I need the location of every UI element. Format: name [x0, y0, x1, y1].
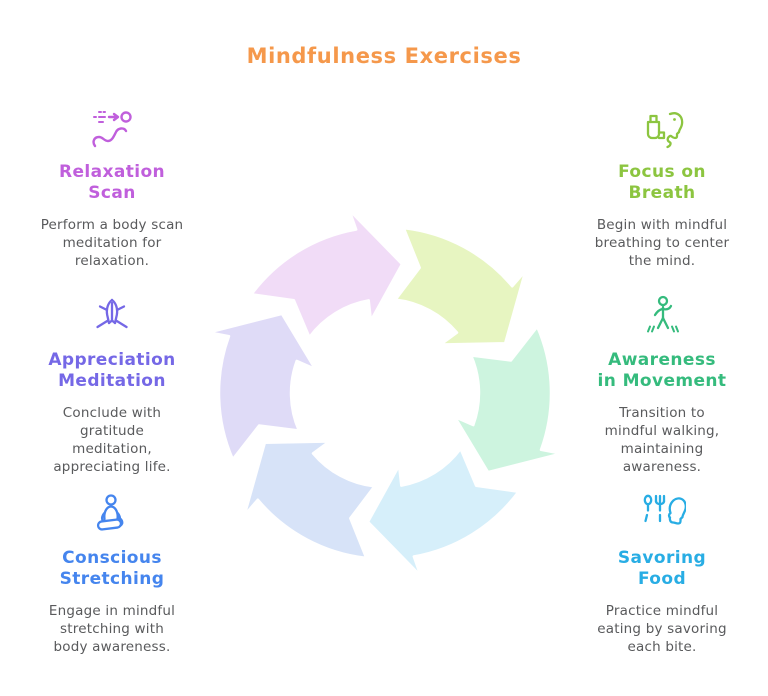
item-heading: Focus on Breath	[618, 162, 706, 203]
item-heading: Relaxation Scan	[58, 162, 166, 203]
breath-inhaler-icon	[572, 106, 752, 152]
cycle-arrow-conscious-stretching	[243, 440, 376, 560]
item-conscious-stretching: Conscious Stretching Engage in mindful s…	[22, 492, 202, 656]
item-heading: Savoring Food	[617, 548, 707, 589]
cycle-diagram	[207, 209, 563, 577]
item-awareness-in-movement: Awareness in Movement Transition to mind…	[572, 294, 752, 476]
item-savoring-food: Savoring Food Practice mindful eating by…	[572, 492, 752, 656]
item-description: Transition to mindful walking, maintaini…	[604, 405, 720, 475]
item-description: Engage in mindful stretching with body a…	[48, 603, 176, 655]
item-description: Begin with mindful breathing to center t…	[594, 217, 730, 269]
walking-person-icon	[572, 294, 752, 340]
item-appreciation-meditation: Appreciation Meditation Conclude with gr…	[22, 294, 202, 476]
cycle-arrow-focus-on-breath	[394, 226, 527, 346]
eating-head-icon	[572, 492, 752, 538]
item-heading: Awareness in Movement	[597, 350, 727, 391]
cycle-arrow-awareness-in-movement	[453, 325, 563, 474]
item-description: Conclude with gratitude meditation, appr…	[53, 405, 171, 475]
item-relaxation-scan: Relaxation Scan Perform a body scan medi…	[22, 106, 202, 270]
cycle-arrow-savoring-food	[366, 447, 520, 577]
item-description: Perform a body scan meditation for relax…	[40, 217, 184, 269]
item-heading: Appreciation Meditation	[48, 350, 176, 391]
item-description: Practice mindful eating by savoring each…	[597, 603, 727, 655]
page-title: Mindfulness Exercises	[246, 44, 522, 68]
cycle-arrow-relaxation-scan	[250, 209, 404, 339]
meditation-sitting-icon	[22, 492, 202, 538]
cycle-arrow-appreciation-meditation	[207, 312, 317, 461]
item-heading: Conscious Stretching	[59, 548, 165, 589]
body-scan-icon	[22, 106, 202, 152]
praying-hands-icon	[22, 294, 202, 340]
item-focus-on-breath: Focus on Breath Begin with mindful breat…	[572, 106, 752, 270]
